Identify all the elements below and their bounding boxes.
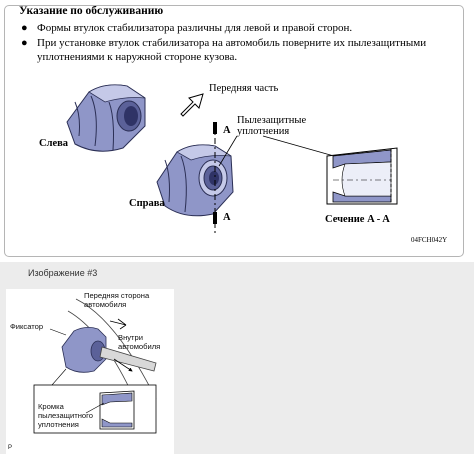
corner-mark: P (8, 445, 13, 451)
right-bushing-drawing (156, 144, 234, 217)
bushing-illustration (66, 84, 398, 236)
bullet-dot-icon: ● (21, 37, 28, 49)
bullet-text: При установке втулок стабилизатора на ав… (37, 37, 427, 63)
seals-label: Пылезащитные уплотнения (237, 115, 307, 137)
bullet-text: Формы втулок стабилизатора различны для … (37, 22, 353, 34)
clamp-label: Фиксатор (10, 322, 44, 331)
front-side-label: Передняя сторона автомобиля (84, 291, 150, 309)
installation-illustration (33, 298, 157, 434)
figure-code: 04FCH042Y (411, 236, 448, 244)
right-label: Справа (129, 198, 165, 209)
bullet-item-2: ● При установке втулок стабилизатора на … (21, 37, 453, 64)
cross-section-drawing (326, 147, 398, 205)
image-3-panel: Передняя сторона автомобиля Фиксатор Вну… (6, 289, 174, 454)
service-note-box: Указание по обслуживанию ● Формы втулок … (4, 5, 464, 257)
seal-leader-line (262, 135, 342, 159)
section-marker-top (213, 122, 217, 134)
section-label: Сечение A - A (325, 214, 390, 225)
service-note-title: Указание по обслуживанию (17, 5, 166, 17)
section-mark-top: A (223, 125, 231, 136)
seal-edge-label: Кромка пылезащитного уплотнения (38, 402, 93, 429)
service-note-panel: Указание по обслуживанию ● Формы втулок … (0, 0, 474, 262)
image-caption: Изображение #3 (28, 268, 98, 278)
section-marker-bottom (213, 212, 217, 224)
front-label: Передняя часть (209, 83, 279, 94)
front-arrow-icon (180, 93, 204, 117)
bullet-dot-icon: ● (21, 22, 28, 34)
seal-leader-line (218, 135, 238, 167)
bullet-item-1: ● Формы втулок стабилизатора различны дл… (21, 22, 441, 36)
left-bushing-drawing (66, 84, 146, 152)
section-mark-bottom: A (223, 212, 231, 223)
left-label: Слева (39, 138, 69, 149)
inside-label: Внутри автомобиля (118, 333, 161, 351)
